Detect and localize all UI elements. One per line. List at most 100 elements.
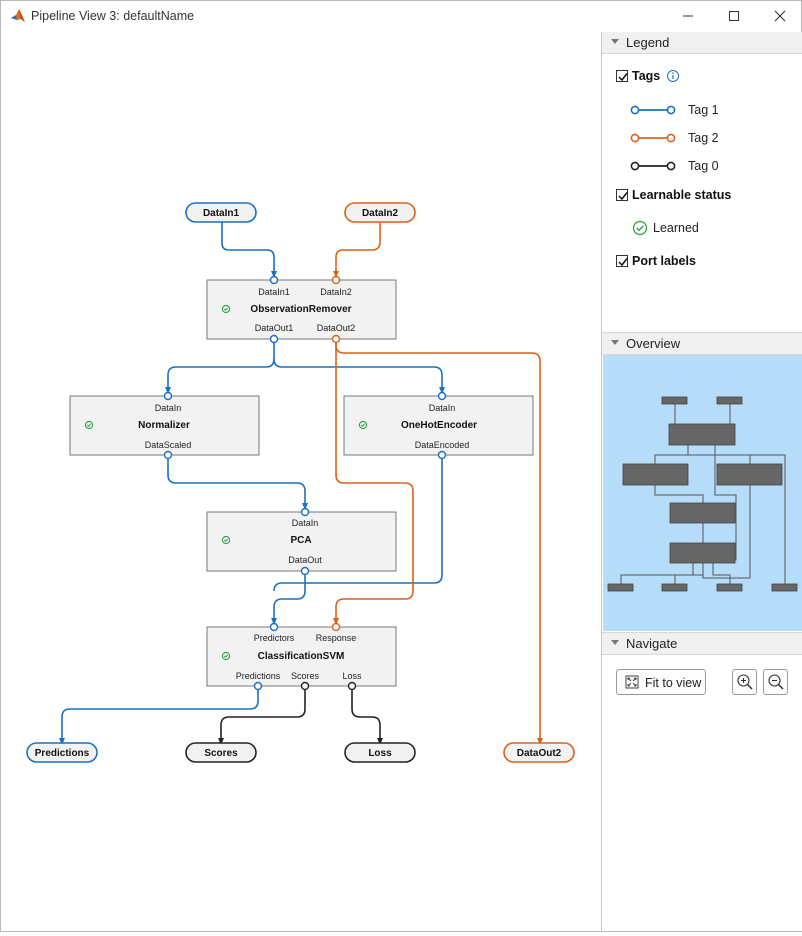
component-one-hot-encoder[interactable]: OneHotEncoder DataIn DataEncoded [343,391,534,460]
close-button[interactable] [757,1,802,31]
edge-loss [351,687,383,745]
port-labels-checkbox-row[interactable]: Port labels [616,254,696,268]
side-panel: Legend Tags Tag 1 [601,32,802,931]
port-circle[interactable] [331,334,341,344]
collapse-triangle-icon [611,340,619,345]
component-pca[interactable]: PCA DataIn DataOut [206,507,397,576]
edge-predictions [59,687,259,745]
fit-to-view-button[interactable]: Fit to view [616,669,706,695]
pipeline-graph[interactable]: DataIn1 DataIn2 ObservationRemover DataI… [2,32,600,931]
port-labels-label: Port labels [632,254,696,268]
output-node-predictions[interactable]: Predictions [26,742,98,763]
input-node-datain1[interactable]: DataIn1 [185,202,257,223]
learned-check-icon [358,420,368,430]
tags-checkbox[interactable] [616,70,628,82]
port-circle[interactable] [163,391,173,401]
pipeline-canvas[interactable]: DataIn1 DataIn2 ObservationRemover DataI… [2,32,600,931]
window-title: Pipeline View 3: defaultName [31,9,195,23]
tag-legend-item: Tag 0 [630,159,719,173]
input-node-datain2[interactable]: DataIn2 [344,202,416,223]
checkmark-icon [618,192,628,201]
output-node-dataout2[interactable]: DataOut2 [503,742,575,763]
zoom-out-button[interactable] [763,669,788,695]
port-circle[interactable] [300,507,310,517]
port-label: DataEncoded [415,440,470,450]
port-circle[interactable] [347,681,357,691]
port-circle[interactable] [269,334,279,344]
overview-title: Overview [626,336,681,351]
port-circle[interactable] [331,622,341,632]
edge-onehot-svm [273,455,443,592]
port-circle[interactable] [300,566,310,576]
legend-title: Legend [626,35,670,50]
component-name: OneHotEncoder [401,420,477,431]
learned-label: Learned [653,221,699,235]
minimize-button[interactable] [665,1,711,31]
checkmark-icon [618,258,628,267]
learned-check-icon [632,220,648,236]
port-label: Predictors [254,633,295,643]
port-circle[interactable] [437,391,447,401]
learned-check-icon [221,651,231,661]
port-circle[interactable] [253,681,263,691]
port-label: DataIn1 [258,287,290,297]
port-circle[interactable] [300,681,310,691]
learnable-status-checkbox-row[interactable]: Learnable status [616,188,731,202]
output-label: Scores [204,748,238,759]
port-label: DataIn [292,518,319,528]
output-label: DataOut2 [517,748,562,759]
output-node-scores[interactable]: Scores [185,742,257,763]
output-label: Predictions [35,748,90,759]
overview-minimap[interactable] [603,355,802,631]
component-name: ClassificationSVM [258,651,345,662]
port-circle[interactable] [269,622,279,632]
learnable-status-checkbox[interactable] [616,189,628,201]
component-name: ObservationRemover [250,304,351,315]
edge-datain2 [333,222,381,278]
edge-dataout1-onehot [273,358,445,394]
port-label: DataIn [155,403,182,413]
tags-checkbox-row[interactable]: Tags [616,69,680,83]
output-node-loss[interactable]: Loss [344,742,416,763]
learned-check-icon [221,304,231,314]
legend-section-header[interactable]: Legend [602,32,802,54]
edge-scores [218,687,306,745]
tag-label: Tag 2 [688,131,719,145]
tag-line-icon [630,105,676,115]
maximize-button[interactable] [711,1,757,31]
edge-dataout2-output [335,339,543,745]
zoom-out-icon [768,674,784,690]
component-name: PCA [290,535,311,546]
component-normalizer[interactable]: Normalizer DataIn DataScaled [69,391,260,460]
port-circle[interactable] [269,275,279,285]
tag-line-icon [630,133,676,143]
port-label: Loss [342,671,362,681]
port-label: Response [316,633,357,643]
fit-to-view-icon [625,675,639,689]
edge-dataout2-svm [333,339,414,625]
overview-graph [607,396,798,592]
port-label: Predictions [236,671,281,681]
navigate-title: Navigate [626,636,678,651]
port-label: DataIn2 [320,287,352,297]
port-label: DataOut1 [255,323,294,333]
port-labels-checkbox[interactable] [616,255,628,267]
info-icon[interactable] [666,69,680,83]
close-icon [774,10,786,22]
overview-section-header[interactable]: Overview [602,332,802,355]
component-classification-svm[interactable]: ClassificationSVM Predictors Response Pr… [206,622,397,691]
port-label: DataOut [288,555,322,565]
component-name: Normalizer [138,420,190,431]
checkmark-icon [618,73,628,82]
zoom-in-button[interactable] [732,669,757,695]
learned-legend-item: Learned [632,220,699,236]
port-circle[interactable] [437,450,447,460]
port-circle[interactable] [331,275,341,285]
edge-datain1 [221,222,277,278]
navigate-section-header[interactable]: Navigate [602,632,802,655]
port-circle[interactable] [163,450,173,460]
collapse-triangle-icon [611,640,619,645]
zoom-in-icon [737,674,753,690]
component-observation-remover[interactable]: ObservationRemover DataIn1 DataIn2 DataO… [206,275,397,344]
